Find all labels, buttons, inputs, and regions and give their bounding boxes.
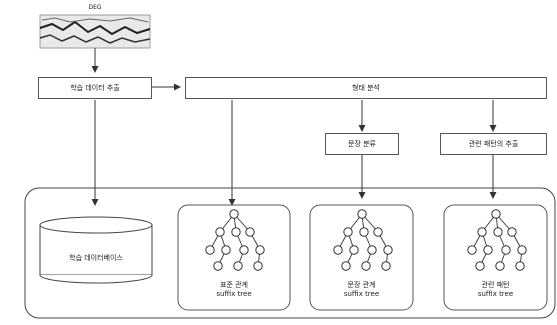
tree-node xyxy=(213,261,223,271)
tree-node xyxy=(361,261,371,271)
tree-node xyxy=(229,209,239,219)
tree-node xyxy=(245,227,255,237)
related-pattern-box: 관련 패턴의 추출 xyxy=(440,133,547,155)
tree-node xyxy=(373,227,383,237)
tree-node xyxy=(495,261,505,271)
suffix-tree-icon xyxy=(333,209,393,271)
tree-node xyxy=(255,245,265,255)
tree-label-line2: suffix tree xyxy=(477,290,514,298)
tree-node xyxy=(215,227,225,237)
tree-label-1: 표준 관계 suffix tree xyxy=(178,281,290,299)
database-label: 학습 데이터베이스 xyxy=(69,254,123,262)
tree-node xyxy=(491,209,501,219)
tree-node xyxy=(515,261,525,271)
sentence-box: 문장 분류 xyxy=(325,133,399,155)
tree-node xyxy=(475,261,485,271)
tree-node xyxy=(253,261,263,271)
tree-node xyxy=(501,245,511,255)
tree-label-2: 문장 관계 suffix tree xyxy=(310,281,413,299)
signal-image xyxy=(39,14,151,49)
tree-node xyxy=(233,261,243,271)
analysis-box: 형태 분석 xyxy=(185,77,547,99)
tree-node xyxy=(359,227,369,237)
signal-label: DEG xyxy=(88,4,102,11)
tree-node xyxy=(205,245,215,255)
tree-node xyxy=(357,209,367,219)
tree-label-line1: 표준 관계 xyxy=(220,281,248,289)
tree-node xyxy=(239,245,249,255)
storage-container xyxy=(24,187,556,319)
tree-node xyxy=(349,245,359,255)
tree-node xyxy=(343,227,353,237)
tree-node xyxy=(517,245,527,255)
tree-node xyxy=(483,245,493,255)
tree-label-line2: suffix tree xyxy=(216,290,252,298)
suffix-tree-icon xyxy=(467,209,527,271)
tree-panel-3 xyxy=(443,204,548,311)
extract-box: 학습 데이터 추출 xyxy=(38,77,152,99)
tree-label-line1: 관련 패턴 xyxy=(481,281,510,289)
tree-node xyxy=(507,227,517,237)
suffix-tree-icon xyxy=(205,209,265,271)
tree-node xyxy=(221,245,231,255)
tree-node xyxy=(383,245,393,255)
tree-node xyxy=(333,245,343,255)
tree-label-line2: suffix tree xyxy=(343,290,380,298)
tree-panel-2 xyxy=(309,204,414,311)
tree-panel-1 xyxy=(177,204,291,311)
tree-node xyxy=(367,245,377,255)
tree-label-3: 관련 패턴 suffix tree xyxy=(444,281,547,299)
database-cylinder xyxy=(39,216,153,284)
tree-label-line1: 문장 관계 xyxy=(347,281,376,289)
tree-node xyxy=(493,227,503,237)
tree-node xyxy=(381,261,391,271)
tree-node xyxy=(477,227,487,237)
tree-node xyxy=(231,227,241,237)
tree-node xyxy=(467,245,477,255)
tree-node xyxy=(341,261,351,271)
